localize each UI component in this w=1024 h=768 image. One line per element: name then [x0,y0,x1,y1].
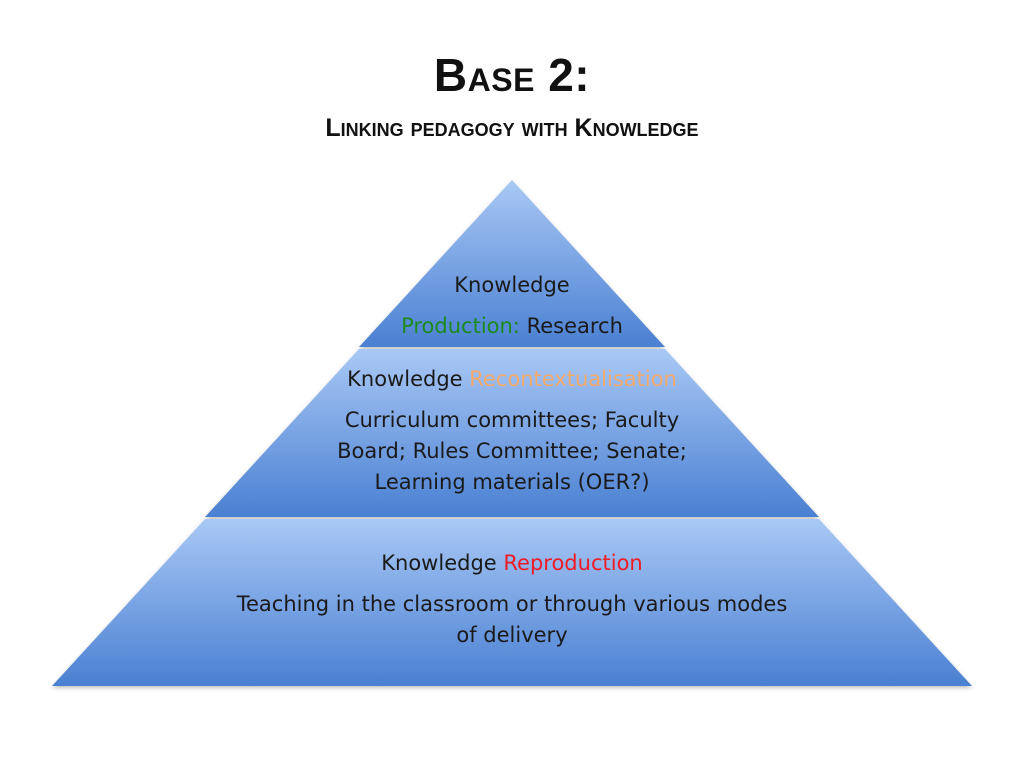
reproduction-prefix: Knowledge [381,551,497,575]
pyramid-tier-bottom [52,519,972,686]
recontext-prefix: Knowledge [347,367,463,391]
production-term: Production: [401,314,520,338]
top-tier-heading: Knowledge [454,273,570,297]
bottom-tier-description: Teaching in the classroom or through var… [236,592,788,647]
production-rest: Research [526,314,623,338]
middle-tier-text: Knowledge Recontextualisation Curriculum… [0,364,1024,498]
pyramid-tier-top [359,180,665,347]
reproduction-term: Reproduction [503,551,643,575]
recontext-term: Recontextualisation [469,367,677,391]
bottom-tier-text: Knowledge Reproduction Teaching in the c… [0,548,1024,651]
slide-subtitle: Linking pedagogy with Knowledge [325,114,699,142]
top-tier-text: Knowledge Production: Research [0,270,1024,342]
middle-tier-description: Curriculum committees; Faculty Board; Ru… [337,408,687,494]
pyramid-tier-middle [205,349,819,517]
middle-tier-heading: Knowledge Recontextualisation [0,364,1024,395]
top-tier-detail: Production: Research [0,311,1024,342]
bottom-tier-heading: Knowledge Reproduction [0,548,1024,579]
slide-title: Base 2: [433,49,591,101]
